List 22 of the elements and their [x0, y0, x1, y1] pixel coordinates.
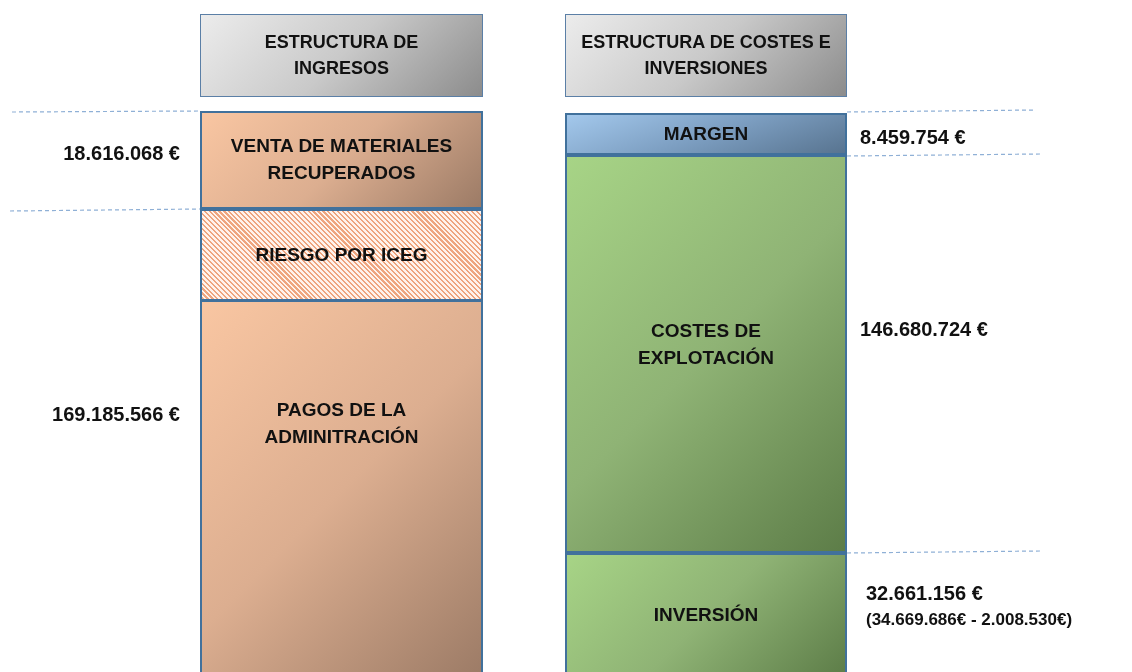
stacked-block — [565, 155, 847, 553]
amount-label: 146.680.724 € — [860, 318, 988, 341]
hatched-block — [200, 209, 483, 301]
block-label: ESTRUCTURA DE INGRESOS — [263, 31, 420, 80]
block-label: INVERSIÓN — [652, 603, 760, 628]
stacked-block — [200, 300, 483, 672]
block-label: VENTA DE MATERIALES RECUPERADOS — [229, 134, 454, 185]
stacked-block — [565, 113, 847, 155]
block-label: COSTES DE EXPLOTACIÓN — [637, 319, 775, 370]
stacked-block — [200, 111, 483, 209]
stacked-block — [565, 553, 847, 672]
block-label: RIESGO POR ICEG — [254, 242, 429, 267]
block-label: ESTRUCTURA DE COSTES E INVERSIONES — [580, 31, 832, 80]
header-box — [565, 14, 847, 97]
amount-label: 32.661.156 € — [866, 582, 983, 605]
amount-breakdown: (34.669.686€ - 2.008.530€) — [866, 610, 1073, 630]
block-label: MARGEN — [662, 121, 750, 146]
amount-label: 169.185.566 € — [52, 403, 180, 426]
block-label: PAGOS DE LA ADMINITRACIÓN — [263, 398, 420, 449]
amount-label: 8.459.754 € — [860, 126, 966, 149]
amount-label: 18.616.068 € — [63, 142, 180, 165]
header-box — [200, 14, 483, 97]
